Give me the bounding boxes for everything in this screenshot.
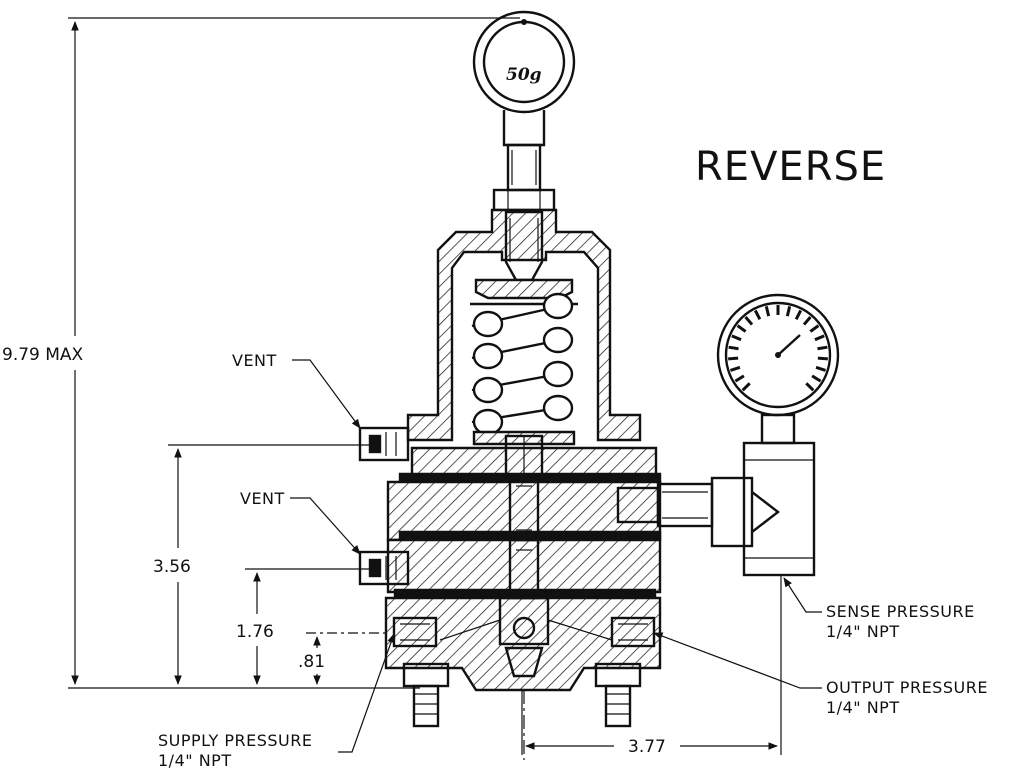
vent-upper-label: VENT [232, 351, 277, 370]
top-gauge: 50g [472, 10, 576, 212]
gauge-tick [734, 374, 745, 383]
output-pressure-label: OUTPUT PRESSURE [826, 678, 988, 697]
gauge-tick [817, 356, 828, 361]
top-gauge-text: 50g [506, 65, 542, 85]
gauge-tick [741, 382, 751, 392]
dimension-lines [68, 17, 782, 755]
sense-pressure-label: SENSE PRESSURE [826, 602, 975, 621]
output-pressure-size: 1/4" NPT [826, 698, 900, 717]
dim-overall-height: 9.79 MAX [2, 345, 84, 365]
valve-body [384, 434, 662, 760]
dim-176: 1.76 [236, 622, 274, 642]
gauge-tick [814, 334, 825, 342]
gauge-tick [785, 306, 792, 317]
gauge-tick [744, 316, 754, 326]
sense-gauge [716, 293, 840, 445]
title: REVERSE [695, 144, 886, 190]
gauge-tick [811, 374, 822, 383]
dim-377: 3.77 [628, 737, 666, 757]
dim-356: 3.56 [153, 557, 191, 577]
gauge-tick [753, 309, 762, 321]
spring [470, 292, 578, 446]
bonnet [406, 208, 642, 442]
gauge-tick [815, 365, 827, 372]
gauge-tick [736, 324, 747, 333]
gauge-tick [805, 382, 815, 392]
sense-pressure-size: 1/4" NPT [826, 622, 900, 641]
sense-tee [710, 441, 816, 577]
gauge-tick [731, 334, 742, 342]
supply-pressure-label: SUPPLY PRESSURE [158, 731, 312, 750]
gauge-tick [764, 306, 771, 317]
vent-lower-label: VENT [240, 489, 285, 508]
gauge-tick [729, 365, 741, 372]
supply-pressure-size: 1/4" NPT [158, 751, 232, 770]
gauge-tick [817, 345, 828, 351]
mounting-studs [402, 662, 642, 728]
leaders [290, 359, 822, 753]
gauge-tick [728, 356, 739, 361]
gauge-tick [802, 316, 812, 326]
gauge-tick [809, 324, 820, 333]
gauge-tick [728, 345, 739, 351]
dim-081: .81 [298, 652, 325, 672]
side-ports [358, 426, 714, 648]
gauge-tick [794, 309, 803, 321]
